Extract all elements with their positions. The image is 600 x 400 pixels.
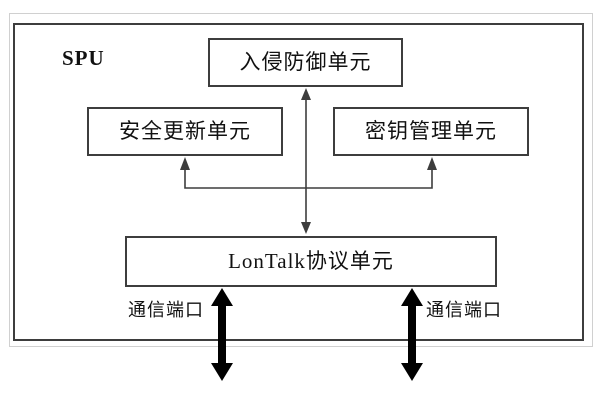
spu-container bbox=[13, 23, 584, 341]
node-key-management-label: 密钥管理单元 bbox=[365, 119, 497, 143]
node-key-management-unit: 密钥管理单元 bbox=[333, 107, 529, 156]
node-lontalk-protocol-unit: LonTalk协议单元 bbox=[125, 236, 497, 287]
node-lontalk-protocol-label: LonTalk协议单元 bbox=[228, 249, 394, 273]
node-intrusion-prevention-label: 入侵防御单元 bbox=[239, 50, 372, 74]
node-security-update-unit: 安全更新单元 bbox=[87, 107, 283, 156]
spu-container-label: SPU bbox=[62, 46, 105, 70]
comm-port-label-right: 通信端口 bbox=[426, 300, 502, 320]
figure-frame bbox=[9, 13, 593, 347]
node-security-update-label: 安全更新单元 bbox=[119, 119, 251, 143]
comm-port-label-left: 通信端口 bbox=[128, 300, 204, 320]
node-intrusion-prevention-unit: 入侵防御单元 bbox=[208, 38, 403, 87]
